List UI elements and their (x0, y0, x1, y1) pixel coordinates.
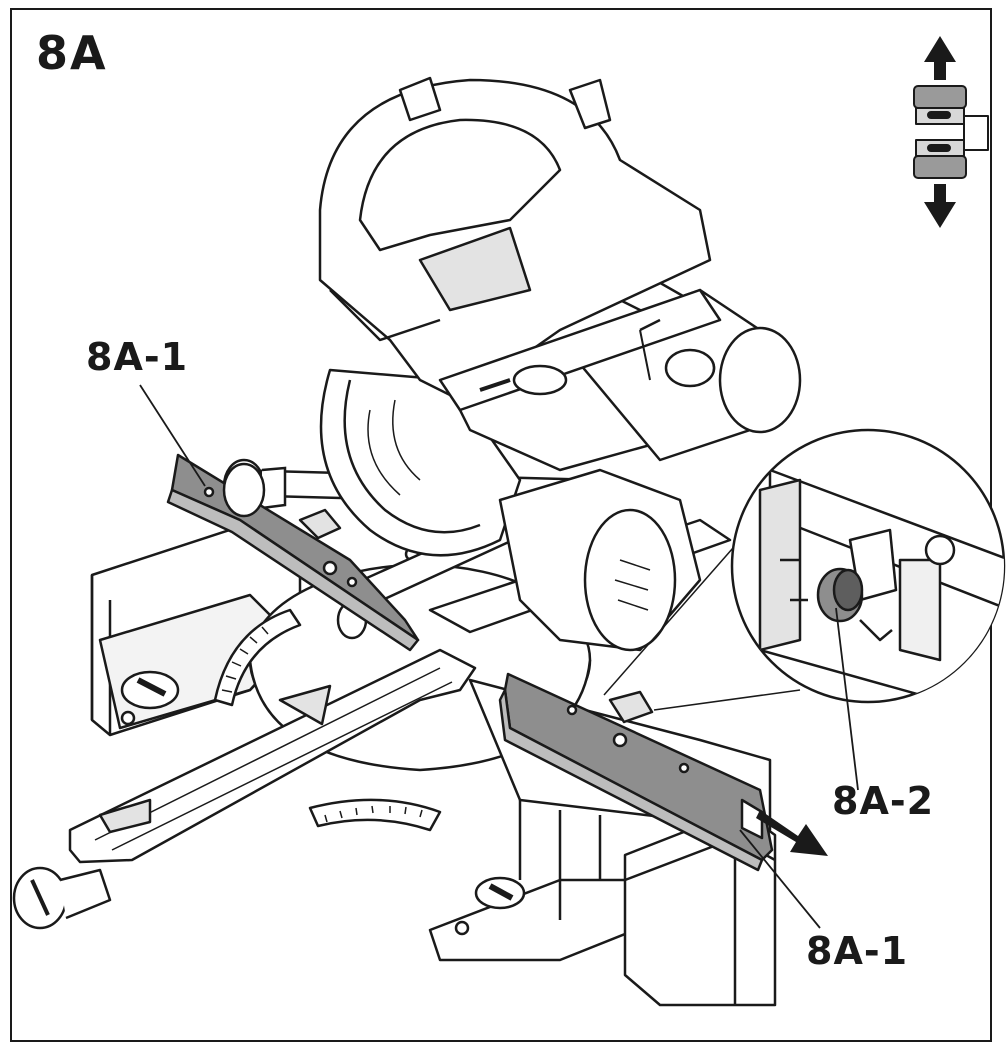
right-fence-8A-1 (498, 672, 774, 872)
callout-left-fence: 8A-1 (86, 335, 189, 379)
saw-head (318, 76, 802, 652)
fence-clamp-icon (913, 85, 989, 179)
callout-right-fence: 8A-1 (806, 929, 909, 973)
fence-adjust-icon (913, 36, 989, 228)
callout-clamp-knob: 8A-2 (832, 779, 935, 823)
pull-direction-arrow-icon (756, 810, 828, 856)
up-arrow-icon (924, 36, 956, 80)
detail-zoom-circle (603, 428, 1006, 711)
down-arrow-icon (924, 184, 956, 228)
figure-id: 8A (36, 26, 108, 80)
